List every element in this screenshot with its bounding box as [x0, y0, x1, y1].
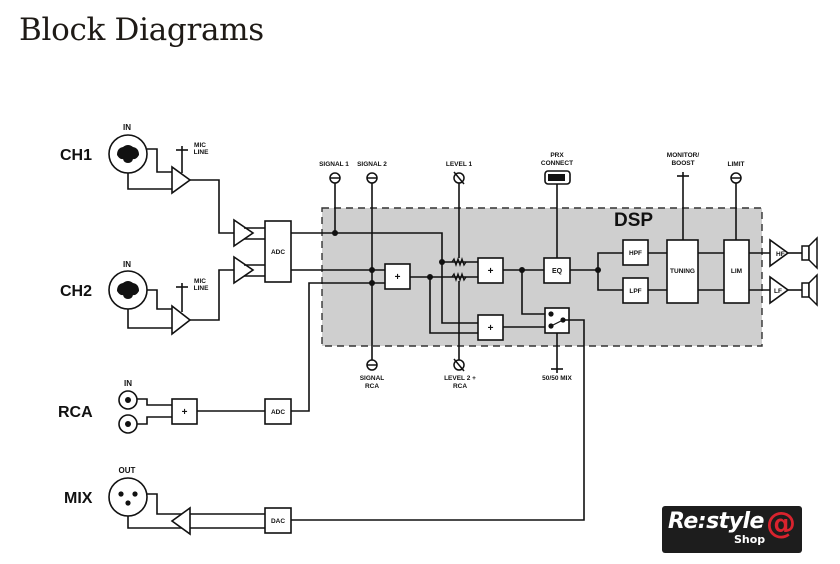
ch2-driver-icon — [233, 255, 255, 285]
ch2-in-label: IN — [123, 260, 131, 269]
prx-label-1: PRX — [550, 152, 564, 159]
ch1-driver-icon — [233, 218, 255, 248]
signal-rca-label-2: RCA — [365, 383, 379, 390]
rca-adc-block — [264, 398, 292, 425]
mix-label: MIX — [64, 490, 93, 507]
rca-sum-label: + — [182, 407, 188, 418]
level1-knob[interactable] — [453, 171, 465, 185]
signal1-label: SIGNAL 1 — [319, 161, 349, 168]
limit-label: LIMIT — [728, 161, 745, 168]
level-sum-label: + — [488, 266, 494, 277]
prx-connect-port[interactable] — [544, 170, 571, 185]
mix-sum-block — [477, 314, 504, 341]
hf-speaker-icon — [801, 236, 818, 270]
adc-block — [264, 220, 292, 283]
rca-sum-block — [171, 398, 198, 425]
hf-label: HF — [776, 251, 785, 258]
lim-block — [723, 239, 750, 304]
lf-label: LF — [774, 288, 782, 295]
signal-rca-knob[interactable] — [366, 359, 378, 371]
mix5050-label: 50/50 MIX — [542, 375, 572, 382]
mix-out-amp-icon — [170, 506, 191, 536]
mix-out-label: OUT — [119, 466, 136, 475]
lpf-label: LPF — [629, 288, 641, 295]
rca-label: RCA — [58, 404, 93, 421]
mix-sum-label: + — [488, 323, 494, 334]
level2-potentiometer-icon — [451, 271, 467, 283]
tuning-label: TUNING — [670, 268, 695, 275]
signal-sum-block — [384, 263, 411, 290]
ch1-preamp-icon — [171, 165, 192, 195]
ch1-in-label: IN — [123, 123, 131, 132]
signal2-knob[interactable] — [366, 172, 378, 184]
page-title: Block Diagrams — [19, 12, 264, 48]
lf-amp-icon — [769, 275, 790, 305]
signal1-knob[interactable] — [329, 172, 341, 184]
monitor-label-2: BOOST — [671, 160, 694, 167]
rca-adc-label: ADC — [271, 409, 285, 416]
eq-block — [543, 257, 571, 284]
lf-speaker-icon — [801, 273, 818, 307]
cart-at-icon: @ — [766, 506, 796, 541]
ch2-label: CH2 — [60, 283, 92, 300]
level1-potentiometer-icon — [451, 256, 467, 268]
dsp-label: DSP — [614, 210, 653, 231]
eq-label: EQ — [552, 268, 563, 275]
level-sum-block — [477, 257, 504, 284]
tuning-block — [666, 239, 699, 304]
ch2-mic-label: MIC — [194, 278, 206, 285]
level2-knob[interactable] — [453, 358, 465, 372]
rca-jack-right-icon — [118, 414, 138, 434]
ch1-label: CH1 — [60, 147, 92, 164]
rca-in-label: IN — [124, 379, 132, 388]
dac-label: DAC — [271, 518, 285, 525]
hpf-label: HPF — [629, 250, 642, 257]
restyle-shop-logo[interactable]: Re:style Shop @ — [662, 506, 802, 553]
ch1-mic-label: MIC — [194, 142, 206, 149]
combo-jack-icon — [108, 134, 148, 174]
rca-jack-left-icon — [118, 390, 138, 410]
adc-label: ADC — [271, 249, 285, 256]
level2-label-1: LEVEL 2 + — [444, 375, 476, 382]
lim-label: LIM — [731, 268, 742, 275]
signal-sum-label: + — [395, 272, 401, 283]
logo-main-text: Re:style — [668, 509, 764, 534]
prx-label-2: CONNECT — [541, 160, 573, 167]
monitor-label-1: MONITOR/ — [667, 152, 700, 159]
limit-knob[interactable] — [730, 172, 742, 184]
logo-sub-text: Shop — [734, 533, 766, 546]
hpf-block — [622, 239, 649, 266]
level1-label: LEVEL 1 — [446, 161, 473, 168]
signal2-label: SIGNAL 2 — [357, 161, 387, 168]
xlr-jack-icon — [108, 477, 148, 517]
level2-label-2: RCA — [453, 383, 467, 390]
hf-amp-icon — [769, 238, 790, 268]
ch2-line-label: LINE — [194, 285, 209, 292]
dac-block — [264, 507, 292, 534]
ch2-preamp-icon — [171, 304, 192, 336]
ch1-line-label: LINE — [194, 149, 209, 156]
combo-jack-icon — [108, 270, 148, 310]
signal-rca-label-1: SIGNAL — [360, 375, 385, 382]
